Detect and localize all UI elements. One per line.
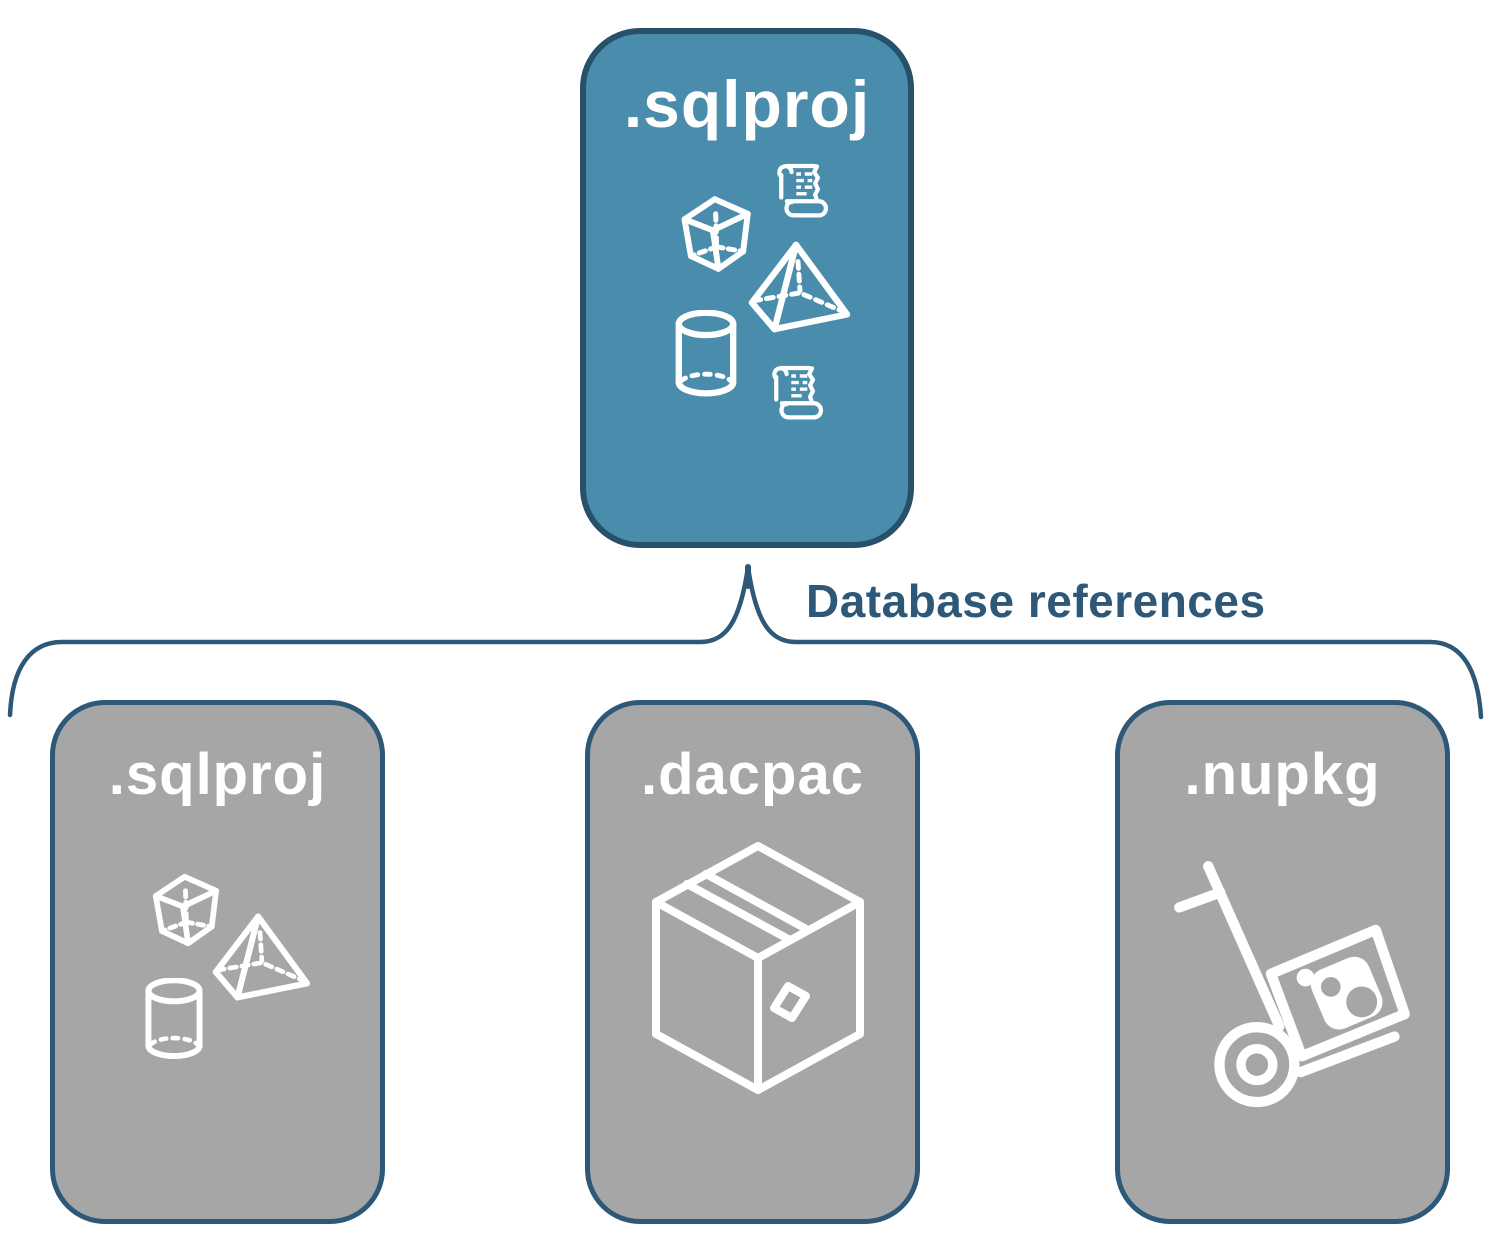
cube-icon — [152, 873, 219, 947]
child-node-label: .nupkg — [1184, 742, 1381, 807]
child-node-nupkg: .nupkg — [1115, 700, 1450, 1224]
scroll-icon — [777, 163, 828, 218]
child-node-sqlproj: .sqlproj — [50, 700, 385, 1224]
root-node-sqlproj: .sqlproj — [580, 28, 914, 548]
package-box-icon — [652, 842, 864, 1094]
brace-connector — [7, 564, 1484, 720]
pyramid-icon — [748, 241, 851, 333]
scroll-icon — [772, 365, 823, 420]
child-node-label: .sqlproj — [108, 742, 327, 807]
cylinder-icon — [675, 310, 737, 397]
child-node-label: .dacpac — [641, 742, 864, 807]
child-node-dacpac: .dacpac — [585, 700, 920, 1224]
pyramid-icon — [212, 913, 311, 1001]
root-node-label: .sqlproj — [623, 67, 871, 141]
nuget-hand-truck-icon — [1174, 861, 1410, 1108]
cube-icon — [681, 196, 751, 272]
connector-label: Database references — [806, 575, 1266, 627]
cylinder-icon — [145, 978, 203, 1060]
